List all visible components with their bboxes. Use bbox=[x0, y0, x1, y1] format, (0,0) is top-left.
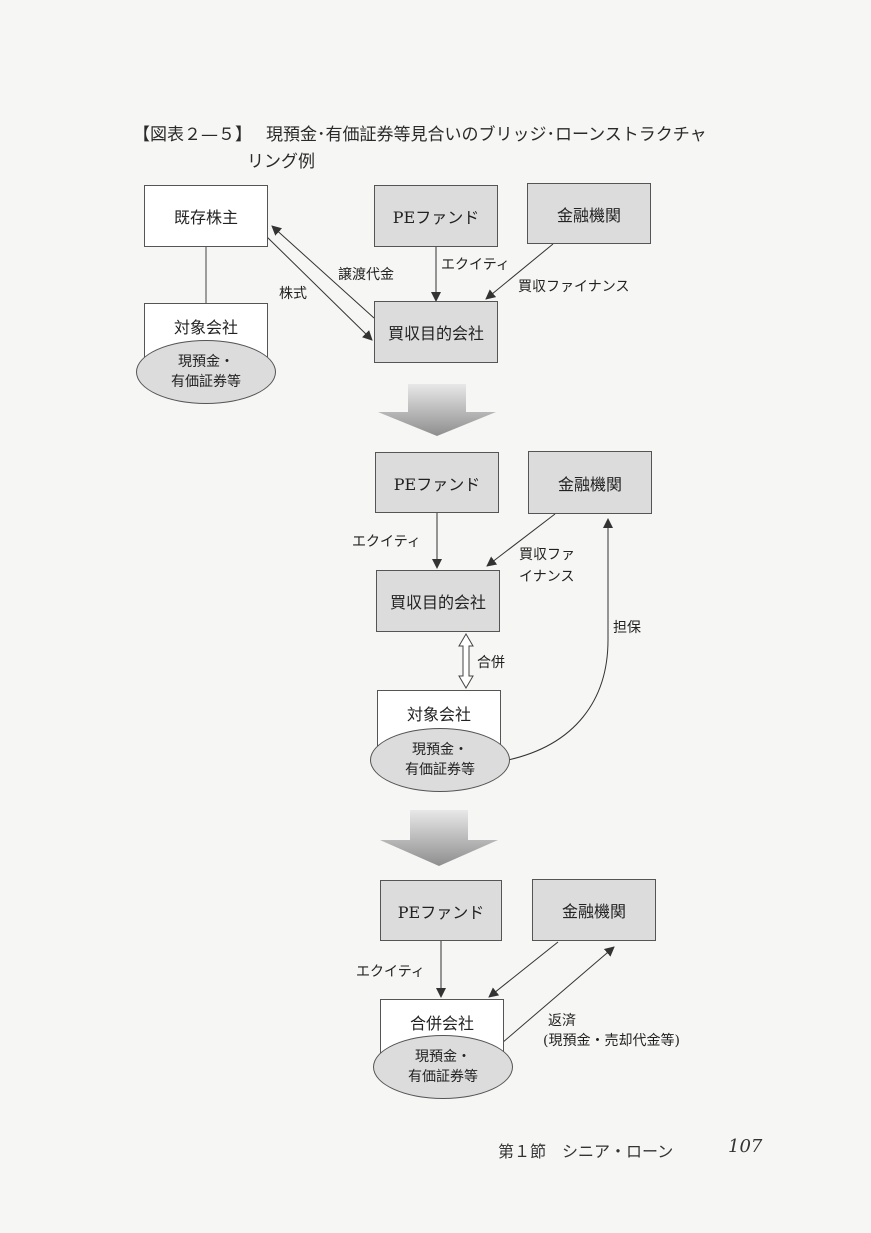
box-financial-institution-1: 金融機関 bbox=[527, 183, 651, 244]
label-equity-2: エクイティ bbox=[352, 534, 421, 550]
footer-section-title: 第１節 シニア・ローン bbox=[498, 1142, 674, 1161]
cash-securities-1-line1: 現預金・ bbox=[178, 354, 234, 370]
arrow-acq-finance-2 bbox=[486, 513, 556, 567]
label-repayment-line2: (現預金・売却代金等) bbox=[543, 1033, 680, 1049]
pe-fund-label-1: PEファンド bbox=[392, 208, 480, 227]
figure-title-line2: リング例 bbox=[247, 152, 315, 172]
box-financial-institution-2: 金融機関 bbox=[528, 451, 652, 514]
arrow-shares bbox=[265, 235, 373, 341]
pe-fund-label-3: PEファンド bbox=[397, 902, 485, 922]
label-transfer-price: 譲渡代金 bbox=[338, 267, 394, 283]
financial-institution-label-1: 金融機関 bbox=[556, 205, 621, 225]
arrow-acq-finance-1 bbox=[485, 243, 554, 300]
figure-tag: 【図表２—５】 bbox=[133, 125, 252, 145]
target-company-label-1: 対象会社 bbox=[173, 318, 238, 337]
pe-fund-label-2: PEファンド bbox=[393, 474, 481, 494]
arrow-finance-3 bbox=[488, 941, 559, 998]
label-acq-finance-2-line1: 買収ファ bbox=[519, 547, 575, 563]
transition-arrow-1 bbox=[378, 384, 496, 436]
target-company-label-2: 対象会社 bbox=[406, 705, 471, 724]
label-repayment-line1: 返済 bbox=[548, 1013, 576, 1029]
page-number: 107 bbox=[728, 1136, 763, 1157]
collateral-curve bbox=[507, 518, 613, 761]
arrow-repayment bbox=[501, 946, 615, 1044]
label-collateral: 担保 bbox=[613, 620, 641, 636]
transition-arrow-2 bbox=[380, 810, 498, 866]
label-shares: 株式 bbox=[279, 286, 307, 302]
label-equity-1: エクイティ bbox=[441, 257, 510, 273]
financial-institution-label-3: 金融機関 bbox=[561, 902, 626, 921]
cash-securities-2-line2: 有価証券等 bbox=[405, 762, 475, 778]
arrow-transfer-price bbox=[271, 225, 375, 319]
merger-double-arrow bbox=[458, 633, 474, 689]
box-pe-fund-1: PEファンド bbox=[374, 185, 498, 247]
box-pe-fund-3: PEファンド bbox=[380, 880, 502, 941]
ellipse-cash-securities-3: 現預金・ 有価証券等 bbox=[373, 1035, 513, 1099]
label-acquisition-finance-1: 買収ファイナンス bbox=[518, 279, 630, 295]
box-existing-shareholders: 既存株主 bbox=[144, 185, 268, 247]
figure-title-line1: 現預金･有価証券等見合いのブリッジ･ローンストラクチャ bbox=[266, 125, 707, 145]
box-acquisition-vehicle-1: 買収目的会社 bbox=[374, 301, 498, 363]
label-acq-finance-2-line2: イナンス bbox=[519, 569, 575, 585]
cash-securities-3-line1: 現預金・ bbox=[415, 1049, 471, 1065]
financial-institution-label-2: 金融機関 bbox=[557, 474, 622, 494]
acquisition-vehicle-label-1: 買収目的会社 bbox=[387, 324, 484, 343]
label-equity-3: エクイティ bbox=[356, 964, 425, 980]
acquisition-vehicle-label-2: 買収目的会社 bbox=[389, 593, 486, 612]
ellipse-cash-securities-1: 現預金・ 有価証券等 bbox=[136, 340, 276, 404]
cash-securities-1-line2: 有価証券等 bbox=[171, 374, 241, 390]
box-acquisition-vehicle-2: 買収目的会社 bbox=[376, 570, 500, 632]
cash-securities-2-line1: 現預金・ bbox=[412, 742, 468, 758]
merged-company-label: 合併会社 bbox=[409, 1014, 474, 1033]
ellipse-cash-securities-2: 現預金・ 有価証券等 bbox=[370, 728, 510, 792]
box-pe-fund-2: PEファンド bbox=[375, 452, 499, 513]
box-financial-institution-3: 金融機関 bbox=[532, 879, 656, 941]
figure-title: 【図表２—５】現預金･有価証券等見合いのブリッジ･ローンストラクチャ リング例 bbox=[133, 122, 753, 176]
existing-shareholders-label: 既存株主 bbox=[173, 208, 238, 227]
label-merger: 合併 bbox=[477, 655, 505, 671]
cash-securities-3-line2: 有価証券等 bbox=[408, 1069, 478, 1085]
